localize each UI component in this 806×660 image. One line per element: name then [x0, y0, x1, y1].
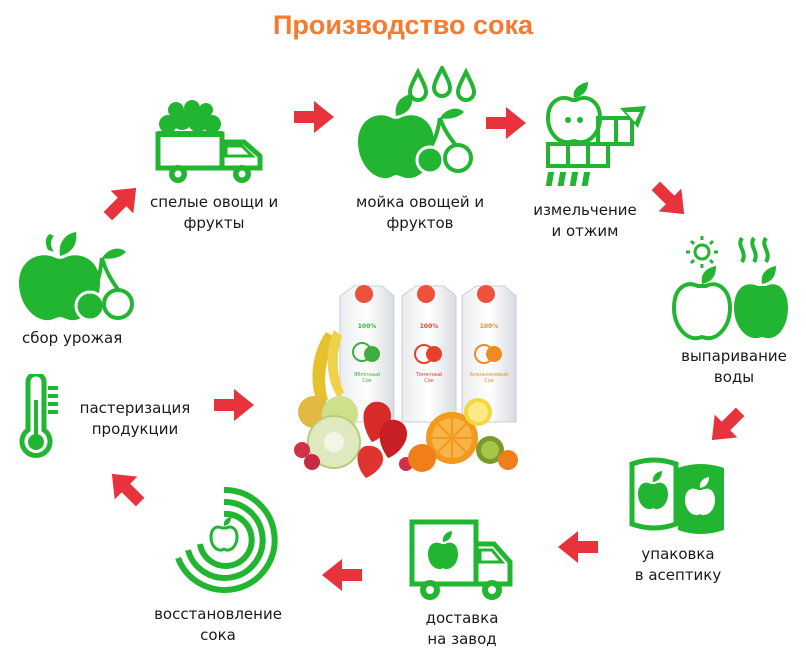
thermometer-icon — [19, 374, 58, 458]
spiral-apple-icon — [175, 486, 278, 593]
arrow-ripe-to-wash — [294, 101, 334, 133]
carton-percent-orange: 100% — [480, 323, 499, 330]
arrow-restore-to-pasteurize — [111, 473, 145, 507]
sun-steam-apples-icon — [672, 236, 788, 341]
carton-percent-apple: 100% — [358, 323, 377, 330]
arrow-pasteurize-to-center — [214, 389, 254, 421]
apple-cherry-icon — [19, 232, 134, 322]
arrow-delivery-to-restore — [322, 559, 362, 591]
carton-percent-tomato: 100% — [420, 323, 439, 330]
step-label-harvest: сбор урожая — [22, 329, 123, 347]
juice-packages-icon — [629, 457, 724, 534]
arrow-evaporate-to-package — [711, 407, 745, 441]
arrow-package-to-delivery — [558, 531, 598, 563]
arrow-grind-to-evaporate — [651, 181, 685, 215]
delivery-truck-icon — [409, 519, 513, 600]
truck-fruit-icon — [155, 100, 263, 183]
arrow-wash-to-grind — [486, 107, 526, 139]
grinder-apple-icon — [542, 82, 646, 186]
apple-water-drops-icon — [358, 66, 477, 179]
arrow-harvest-to-ripe — [103, 187, 137, 221]
diagram-title: Производство сока — [272, 10, 534, 40]
